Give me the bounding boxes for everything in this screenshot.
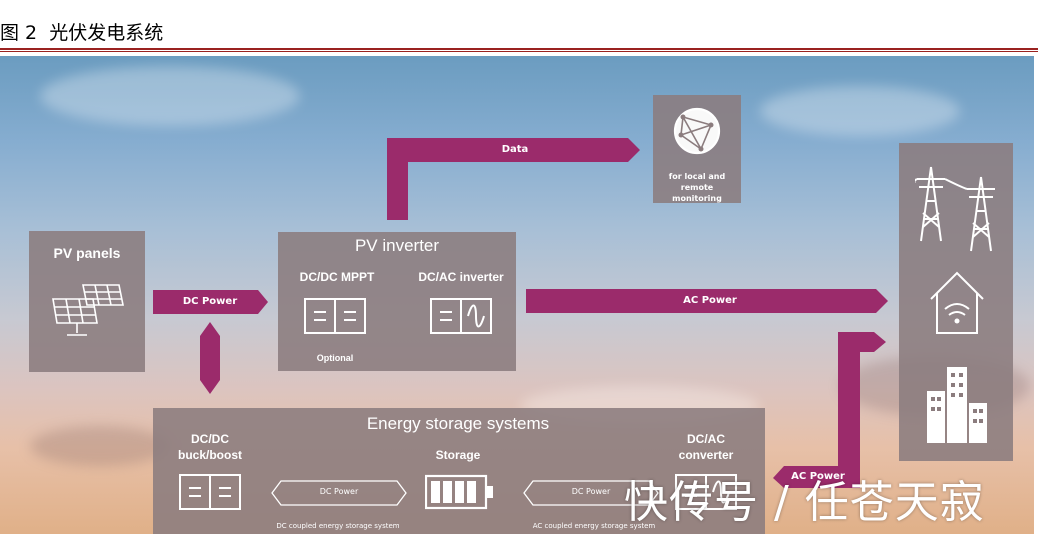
dc-power-storage-arrow bbox=[200, 322, 220, 394]
dcac-inverter-label: DC/AC inverter bbox=[418, 270, 504, 284]
dc-power-flow-left-label: DC Power bbox=[319, 487, 359, 496]
dc-power-flow-right-label: DC Power bbox=[571, 487, 611, 496]
cloud bbox=[30, 426, 170, 466]
dcac-converter-label-1: DC/AC bbox=[687, 432, 725, 446]
dcdc-buckboost-icon bbox=[179, 474, 241, 510]
figure-caption: 图 2 光伏发电系统 bbox=[0, 20, 1038, 46]
dcac-converter-icon bbox=[675, 474, 737, 510]
monitoring-box: for local and remote monitoring bbox=[653, 95, 741, 203]
dcdc-mppt-label: DC/DC MPPT bbox=[299, 270, 375, 284]
cloud bbox=[40, 66, 300, 126]
figure-title: 光伏发电系统 bbox=[49, 22, 164, 44]
data-arrow bbox=[387, 138, 640, 220]
grid-consumers-box bbox=[899, 143, 1013, 461]
ac-power-storage-arrow bbox=[773, 332, 886, 488]
diagram-scene: PV panels PV inverter DC/DC MPPT DC/AC i… bbox=[0, 56, 1034, 534]
caption-rule-thin bbox=[0, 51, 1038, 52]
battery-icon bbox=[425, 474, 493, 510]
dcdc-buckboost-label-2: buck/boost bbox=[177, 448, 242, 462]
data-arrow-label: Data bbox=[501, 144, 529, 155]
dcdc-converter-icon bbox=[304, 298, 366, 334]
caption-rule bbox=[0, 48, 1038, 50]
solar-panel-icon bbox=[52, 284, 124, 336]
dc-power-flow-left-arrow bbox=[271, 480, 407, 506]
ac-coupled-label: AC coupled energy storage system bbox=[532, 522, 656, 530]
dcdc-buckboost-label-1: DC/DC bbox=[191, 432, 229, 446]
dc-power-arrow-label: DC Power bbox=[182, 296, 238, 307]
watermark-text: 快传号 / 任苍天寂 bbox=[624, 477, 985, 528]
dcac-inverter-icon bbox=[430, 298, 492, 334]
ac-power-arrow-label: AC Power bbox=[683, 295, 737, 306]
cloud bbox=[760, 86, 960, 136]
dc-power-arrow bbox=[153, 290, 268, 314]
energy-storage-title: Energy storage systems bbox=[366, 414, 550, 433]
pv-panels-box: PV panels bbox=[29, 231, 145, 372]
dcac-converter-label-2: converter bbox=[678, 448, 734, 462]
globe-network-icon bbox=[673, 107, 721, 155]
pv-inverter-title: PV inverter bbox=[354, 236, 440, 255]
home-wifi-icon bbox=[930, 271, 984, 334]
energy-storage-box: Energy storage systems DC/DC buck/boost … bbox=[153, 408, 765, 534]
buildings-icon bbox=[927, 367, 987, 443]
ac-power-storage-arrow-label: AC Power bbox=[791, 471, 845, 482]
power-tower-icon bbox=[915, 166, 995, 252]
pv-inverter-box: PV inverter DC/DC MPPT DC/AC inverter Op… bbox=[278, 232, 516, 371]
dc-coupled-label: DC coupled energy storage system bbox=[276, 522, 400, 530]
storage-label: Storage bbox=[435, 448, 481, 462]
dc-power-flow-right-arrow bbox=[523, 480, 659, 506]
figure-label: 图 2 bbox=[0, 22, 38, 44]
monitoring-label: for local and remote monitoring bbox=[668, 172, 726, 203]
optional-label: Optional bbox=[316, 353, 354, 363]
pv-panels-label: PV panels bbox=[53, 245, 121, 261]
ac-power-arrow bbox=[526, 289, 888, 313]
flow-arrows-layer bbox=[153, 138, 888, 488]
